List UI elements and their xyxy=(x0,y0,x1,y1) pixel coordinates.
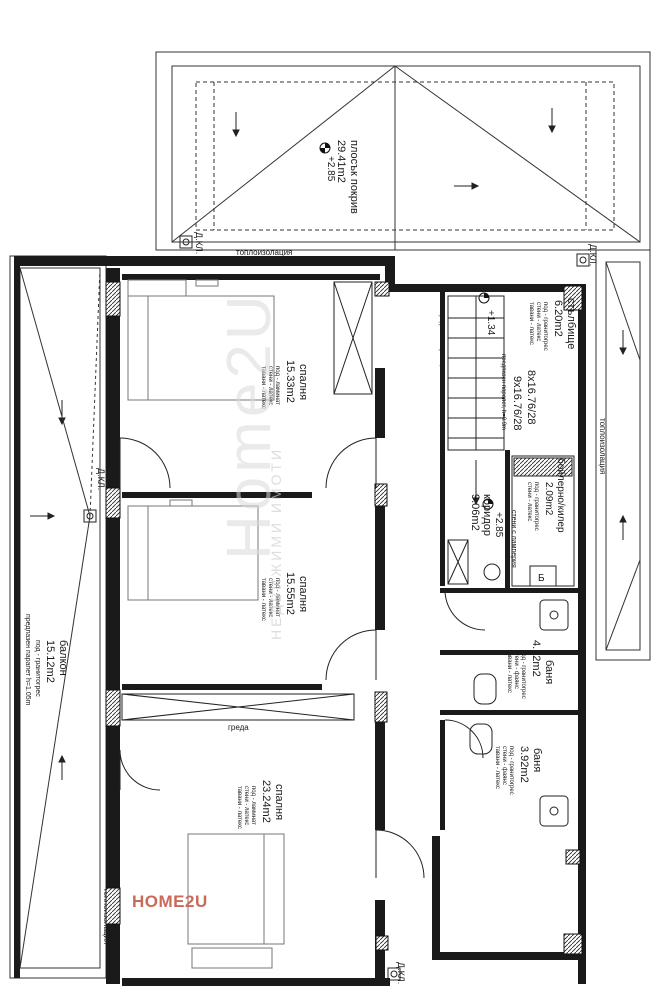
boiler-name: бойлерно/килер xyxy=(555,458,567,533)
roof-area: 29.41m2 xyxy=(335,140,347,183)
flat-roof xyxy=(155,51,651,251)
boiler-area: 2.09m2 xyxy=(543,482,554,516)
bedroom2-area: 15.55m2 xyxy=(284,572,296,615)
brand-watermark: HOME2U xyxy=(132,892,208,911)
boiler-finish: под - гранитогрес xyxy=(533,482,539,531)
stairwell-finish: под - гранитогрес xyxy=(542,302,548,351)
door-swings xyxy=(119,437,486,879)
bedroom2-name: спалня xyxy=(297,576,309,612)
stairs-flight: 9x16.76/28 xyxy=(511,376,523,430)
roof-right-extension xyxy=(595,249,651,661)
beam-label: греда xyxy=(228,723,249,732)
drain-label: Д.КЛ. xyxy=(96,468,106,490)
bedroom3-finish: тавани - латекс xyxy=(236,786,242,829)
bedroom1-finish: под - ламинат xyxy=(274,366,280,405)
drain-icon xyxy=(83,235,590,981)
balcony-floor: под - гранитогрес xyxy=(34,640,41,697)
stairwell-name: стълбище xyxy=(565,298,577,349)
bedroom1-name: спалня xyxy=(297,364,309,400)
slope-arrows xyxy=(30,108,627,780)
stairs-flight: 8x16.76/28 xyxy=(525,370,537,424)
roof-level-marker xyxy=(319,142,331,154)
stairwell-finish: стени - латекс xyxy=(535,302,541,341)
bath1-finish: стени - фаянс xyxy=(513,650,519,689)
stairwell-area: 6.20m2 xyxy=(552,300,564,337)
bedroom3-finish: стени - латекс xyxy=(243,786,249,825)
corridor-level: +2.85 xyxy=(493,512,504,538)
watermark-subtitle: НЕДВИЖИМИ ИМОТИ xyxy=(268,446,284,640)
boiler-finish: стени - латекс xyxy=(526,482,532,521)
bedroom2-finish: стени - латекс xyxy=(267,578,273,617)
bath1-area: 4.12m2 xyxy=(530,640,542,677)
bath1-finish: под - гранитогрес xyxy=(520,650,526,699)
bedroom3-name: спалня xyxy=(273,784,285,820)
stairwell-finish: тавани - латекс xyxy=(528,302,534,345)
balcony-name: балкон xyxy=(57,640,69,676)
roof-level: +2.85 xyxy=(325,156,336,182)
stairs-railing: предпазен парапет, h=0.9m xyxy=(438,312,444,388)
corridor-name: коридор xyxy=(481,494,493,536)
boiler-closet xyxy=(447,455,575,587)
insulation-label: топлоизолация xyxy=(598,418,607,474)
bath2-area: 3.92m2 xyxy=(518,746,530,783)
corridor-area: 9.06m2 xyxy=(469,494,481,531)
bedroom1-finish: тавани - латекс xyxy=(260,366,266,409)
bath1-name: баня xyxy=(543,660,555,684)
drain-label: Д.КЛ. xyxy=(194,232,204,254)
drain-label: Д.КЛ. xyxy=(588,244,598,266)
bed xyxy=(127,279,285,969)
bedroom3-finish: под - ламинат xyxy=(250,786,256,825)
wardrobe xyxy=(333,281,373,395)
structural-columns xyxy=(105,281,583,955)
boiler-mark: Б xyxy=(538,573,545,584)
drain-label: Д.КЛ. xyxy=(396,962,406,984)
staircase xyxy=(447,295,505,506)
bathroom-fixtures xyxy=(469,599,569,827)
bedroom1-area: 15.33m2 xyxy=(284,360,296,403)
corridor-finish: стени с ламперия xyxy=(510,510,517,568)
bedroom2-finish: под - ламинат xyxy=(274,578,280,617)
roof-name: плосък покрив xyxy=(348,140,360,214)
bedroom2-finish: тавани - латекс xyxy=(260,578,266,621)
insulation-label: топлоизолация xyxy=(236,248,292,257)
stairs-railing: предпазен парапет, h=0.9m xyxy=(500,354,506,430)
bedroom3-area: 23.24m2 xyxy=(260,780,272,823)
bath2-finish: под - гранитогрес xyxy=(508,746,514,795)
bath1-finish: тавани - латекс xyxy=(506,650,512,693)
balcony-railing: предпазен парапет h=1.05m xyxy=(24,614,31,706)
outer-walls xyxy=(14,256,586,986)
bath2-name: баня xyxy=(531,748,543,772)
level-marker xyxy=(478,292,494,510)
bath2-finish: стени - фаянс xyxy=(501,746,507,785)
balcony-area: 15.12m2 xyxy=(44,640,56,683)
bedroom1-finish: стени - латекс xyxy=(267,366,273,405)
bath2-finish: тавани - латекс xyxy=(494,746,500,789)
stairwell-level: +1.34 xyxy=(485,310,496,336)
beam xyxy=(121,693,355,721)
